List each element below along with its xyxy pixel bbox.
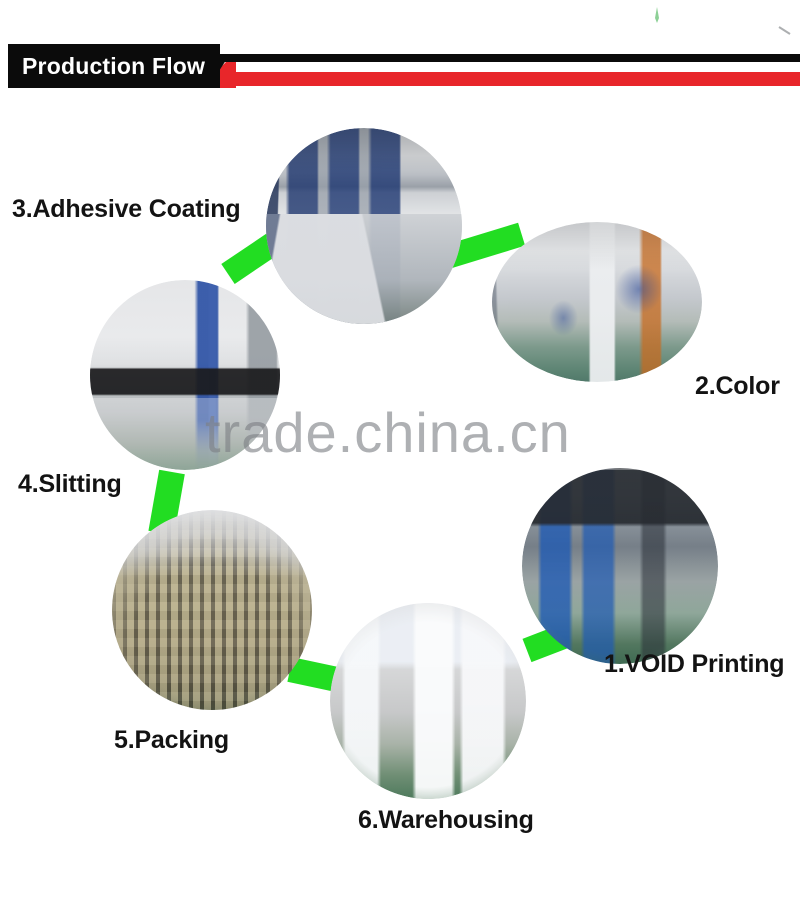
green-speck-mark	[655, 7, 659, 23]
packing-photo	[112, 510, 312, 710]
caption-adhesive-coating: 3.Adhesive Coating	[12, 195, 241, 223]
flow-node-packing[interactable]	[112, 510, 312, 710]
page-title: Production Flow	[22, 52, 206, 79]
caption-packing: 5.Packing	[114, 726, 229, 754]
flow-node-warehousing[interactable]	[330, 603, 526, 799]
caption-color: 2.Color	[695, 372, 780, 400]
page-title-box: Production Flow	[8, 44, 220, 88]
warehousing-photo	[330, 603, 526, 799]
slitting-photo	[90, 280, 280, 470]
caption-slitting: 4.Slitting	[18, 470, 122, 498]
adhesive-coating-photo	[266, 128, 462, 324]
caption-void-printing: 1.VOID Printing	[604, 650, 785, 678]
watermark-text: trade.china.cn	[205, 401, 571, 464]
void-printing-photo	[522, 468, 718, 664]
flow-node-adhesive-coating[interactable]	[266, 128, 462, 324]
flow-node-color[interactable]	[492, 222, 702, 382]
banner-black-stripe	[214, 54, 800, 62]
color-printing-photo	[492, 222, 702, 382]
caption-warehousing: 6.Warehousing	[358, 806, 534, 834]
flow-node-slitting[interactable]	[90, 280, 280, 470]
header-banner: Production Flow	[0, 36, 800, 98]
banner-red-stripe	[222, 72, 800, 86]
flow-node-void-printing[interactable]	[522, 468, 718, 664]
grey-tick-mark	[778, 26, 791, 35]
